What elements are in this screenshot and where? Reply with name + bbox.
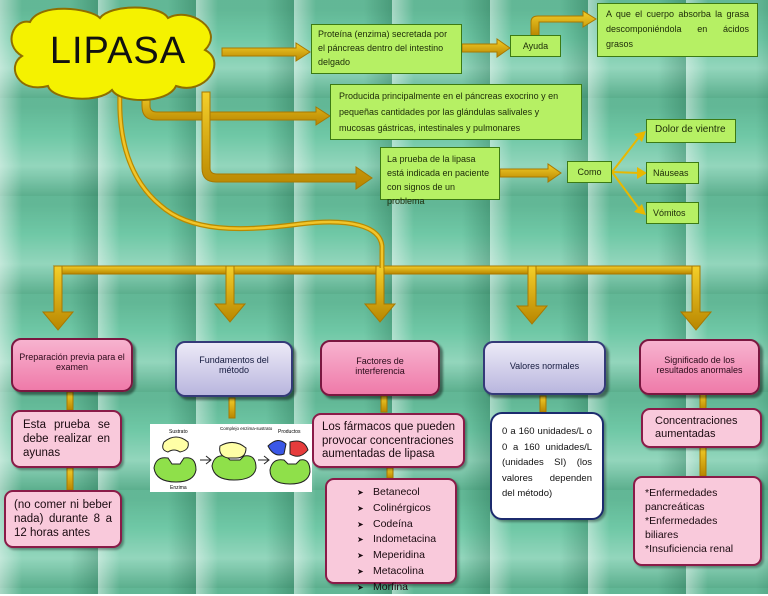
produced-box: Producida principalmente en el páncreas … (330, 84, 582, 140)
header-fundamentos: Fundamentos del método (175, 341, 293, 397)
header-preparacion-label: Preparación previa para el examen (19, 352, 125, 372)
substrate-shape (162, 436, 189, 453)
drug-item: ➤Meperidina (357, 548, 455, 564)
significado-item: *Enfermedades pancreáticas (645, 487, 718, 513)
drug-list-box: ➤Betanecol ➤Colinérgicos ➤Codeína ➤Indom… (325, 478, 457, 593)
drug-item: ➤Metacolina (357, 564, 455, 580)
enzyme-figure: Sustrato Complejo enzima-sustrato Produc… (150, 424, 312, 492)
drug-item: ➤Codeína (357, 517, 455, 533)
arrow-to-como (499, 163, 562, 183)
drug-list: ➤Betanecol ➤Colinérgicos ➤Codeína ➤Indom… (357, 485, 455, 596)
preparacion-horas: (no comer ni beber nada) durante 8 a 12 … (4, 490, 122, 548)
arrow-to-produced (141, 91, 331, 126)
test-box: La prueba de la lipasa está indicada en … (380, 147, 500, 206)
absorption-box: A que el cuerpo absorba la grasa descomp… (597, 3, 758, 57)
drug-item: ➤Morfina (357, 580, 455, 596)
significado-item: *Insuficiencia renal (645, 543, 734, 555)
header-factores-label: Factores de interferencia (355, 356, 405, 376)
product-red (289, 440, 309, 457)
label-complex: Complejo enzima-sustrato (220, 426, 273, 431)
arrow-drop-2 (213, 265, 247, 323)
product-blue (267, 440, 287, 456)
factores-text: Los fármacos que pueden provocar concent… (312, 413, 465, 468)
arrow-drop-5 (679, 265, 713, 331)
drug-item: ➤Betanecol (357, 485, 455, 501)
symptom-nauseas: Náuseas (646, 162, 699, 184)
definition-box: Proteína (enzima) secretada por el páncr… (311, 24, 462, 74)
arrow-bullet-icon: ➤ (357, 519, 364, 529)
header-significado: Significado de los resultados anormales (639, 339, 760, 395)
arrow-bullet-icon: ➤ (357, 488, 364, 497)
header-valores-label: Valores normales (509, 361, 580, 371)
header-valores: Valores normales (483, 341, 606, 395)
complex-substrate (219, 442, 247, 459)
enzyme-diagram: Sustrato Complejo enzima-sustrato Produc… (153, 426, 311, 491)
arrow-drop-4 (515, 265, 549, 325)
ayuda-box: Ayuda (510, 35, 561, 57)
header-preparacion: Preparación previa para el examen (11, 338, 133, 392)
enzyme-shape-2 (211, 455, 257, 481)
drug-item: ➤Colinérgicos (357, 501, 455, 517)
arrow-bullet-icon: ➤ (357, 566, 364, 576)
arrow-bullet-icon: ➤ (357, 551, 364, 561)
enzyme-shape-3 (269, 459, 311, 485)
arrow-to-definition (221, 42, 311, 62)
arrow-drop-1 (41, 265, 75, 331)
significado-list: *Enfermedades pancreáticas *Enfermedades… (633, 476, 762, 566)
enzyme-shape-1 (153, 457, 197, 483)
symptom-vomitos: Vómitos (646, 202, 699, 224)
valores-text: 0 a 160 unidades/L o 0 a 160 unidades/L … (490, 412, 604, 520)
label-enzyme: Enzima (170, 485, 187, 491)
symptom-dolor: Dolor de vientre (646, 119, 736, 143)
header-significado-label: Significado de los resultados anormales (656, 355, 743, 375)
significado-text: Concentraciones aumentadas (641, 408, 762, 448)
label-substrate: Sustrato (169, 429, 188, 435)
arrow-drop-3 (363, 265, 397, 323)
como-box: Como (567, 161, 612, 183)
lipasa-title: LIPASA (49, 30, 187, 72)
arrow-bullet-icon: ➤ (357, 582, 364, 592)
drug-item: ➤Indometacina (357, 532, 455, 548)
significado-item: *Enfermedades biliares (645, 515, 718, 541)
header-fundamentos-label: Fundamentos del método (199, 355, 269, 375)
preparacion-ayunas: Esta prueba se debe realizar en ayunas (11, 410, 122, 468)
arrow-bullet-icon: ➤ (357, 535, 364, 545)
arrow-to-test (201, 91, 373, 190)
header-factores: Factores de interferencia (320, 340, 440, 396)
label-products: Productos (278, 429, 301, 435)
arrow-bullet-icon: ➤ (357, 503, 364, 513)
lipasa-cloud (10, 6, 216, 101)
arrow-to-ayuda (461, 38, 511, 58)
arrow-to-absorption (530, 10, 597, 37)
